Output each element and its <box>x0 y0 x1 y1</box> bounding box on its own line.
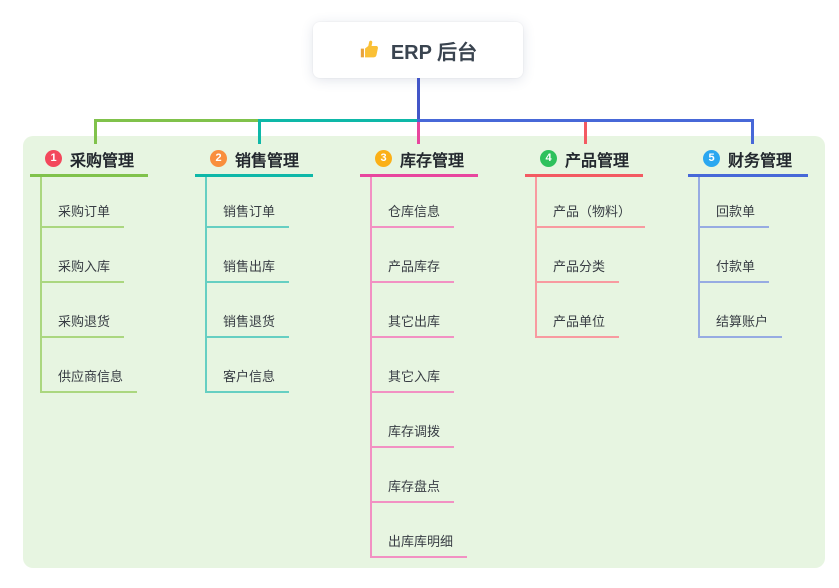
child-node[interactable]: 库存调拨 <box>370 423 455 448</box>
child-node[interactable]: 产品库存 <box>370 258 455 283</box>
connector-trunk-segment <box>94 119 258 122</box>
connector-trunk-segment <box>258 119 417 122</box>
branch-children-trunk-line <box>535 177 537 338</box>
connector-root-stem <box>417 78 420 119</box>
branch-node-1[interactable]: 1 采购管理 <box>30 146 148 177</box>
branch-title-label: 销售管理 <box>235 152 300 170</box>
child-node[interactable]: 其它入库 <box>370 368 455 393</box>
branch-title-label: 库存管理 <box>400 152 465 170</box>
root-title: ERP 后台 <box>390 41 478 64</box>
child-node[interactable]: 库存盘点 <box>370 478 455 503</box>
branch-number-badge: 5 <box>703 150 720 167</box>
branch-number-badge: 2 <box>210 150 227 167</box>
child-node[interactable]: 采购退货 <box>40 313 125 338</box>
branch-node-4[interactable]: 4 产品管理 <box>525 146 643 177</box>
child-node[interactable]: 产品单位 <box>535 313 620 338</box>
child-node[interactable]: 销售出库 <box>205 258 290 283</box>
branch-children-trunk-line <box>40 177 42 393</box>
branches-panel <box>23 136 825 568</box>
child-node[interactable]: 采购入库 <box>40 258 125 283</box>
child-node[interactable]: 其它出库 <box>370 313 455 338</box>
connector-branch-drop <box>417 122 420 144</box>
branch-number-badge: 1 <box>45 150 62 167</box>
child-node[interactable]: 销售订单 <box>205 203 290 228</box>
child-node[interactable]: 采购订单 <box>40 203 125 228</box>
connector-branch-drop <box>584 122 587 144</box>
child-node[interactable]: 付款单 <box>698 258 770 283</box>
branch-children-trunk-line <box>698 177 700 338</box>
branch-children-trunk-line <box>205 177 207 393</box>
child-node[interactable]: 仓库信息 <box>370 203 455 228</box>
child-node[interactable]: 客户信息 <box>205 368 290 393</box>
branch-title-label: 财务管理 <box>728 152 793 170</box>
child-node[interactable]: 供应商信息 <box>40 368 138 393</box>
thumbs-up-icon <box>360 40 378 58</box>
root-node[interactable]: ERP 后台 <box>313 22 523 78</box>
branch-node-5[interactable]: 5 财务管理 <box>688 146 808 177</box>
child-node[interactable]: 销售退货 <box>205 313 290 338</box>
connector-branch-drop <box>751 119 754 144</box>
connector-trunk-segment <box>417 119 754 122</box>
connector-branch-drop <box>94 119 97 144</box>
branch-number-badge: 4 <box>540 150 557 167</box>
child-node[interactable]: 结算账户 <box>698 313 783 338</box>
child-node[interactable]: 产品分类 <box>535 258 620 283</box>
child-node[interactable]: 出库库明细 <box>370 533 468 558</box>
branch-node-3[interactable]: 3 库存管理 <box>360 146 478 177</box>
branch-node-2[interactable]: 2 销售管理 <box>195 146 313 177</box>
branch-title-label: 采购管理 <box>70 152 135 170</box>
connector-branch-drop <box>258 119 261 144</box>
branch-title-label: 产品管理 <box>565 152 630 170</box>
child-node[interactable]: 回款单 <box>698 203 770 228</box>
branch-number-badge: 3 <box>375 150 392 167</box>
branch-children-trunk-line <box>370 177 372 558</box>
child-node[interactable]: 产品（物料） <box>535 203 646 228</box>
